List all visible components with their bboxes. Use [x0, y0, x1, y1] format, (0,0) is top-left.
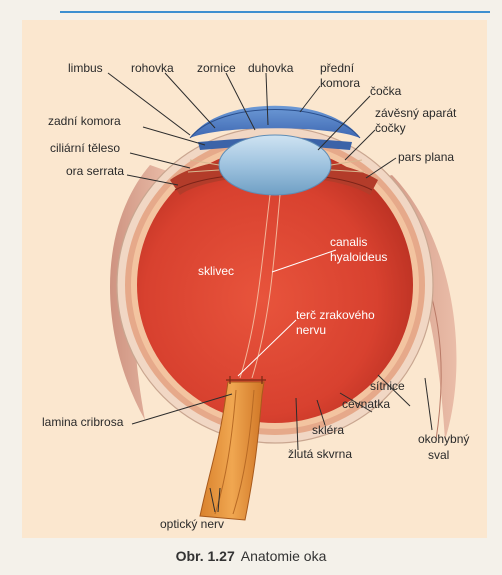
lens: [219, 135, 331, 195]
label-zornice: zornice: [197, 61, 236, 75]
label-lamina-cribrosa: lamina cribrosa: [42, 415, 124, 429]
caption-number: Obr. 1.27: [176, 548, 235, 564]
label-pars-plana: pars plana: [398, 150, 454, 164]
label-canalis-1: canalis: [330, 235, 367, 249]
label-terc-1: terč zrakového: [296, 308, 375, 322]
label-duhovka: duhovka: [248, 61, 294, 75]
label-ciliarni-teleso: ciliární těleso: [50, 141, 120, 155]
label-opticky-nerv: optický nerv: [160, 517, 224, 531]
label-sklivec: sklivec: [198, 264, 234, 278]
label-predni-komora-1: přední: [320, 61, 355, 75]
label-terc-2: nervu: [296, 323, 326, 337]
label-cevnatka: cévnatka: [342, 397, 390, 411]
label-zavesny-2: čočky: [375, 121, 406, 135]
label-zluta-skvrna: žlutá skvrna: [288, 447, 352, 461]
label-okohybny-2: sval: [428, 448, 449, 462]
label-zavesny-1: závěsný aparát: [375, 106, 457, 120]
label-okohybny-1: okohybný: [418, 432, 469, 446]
label-cocka: čočka: [370, 84, 402, 98]
label-rohovka: rohovka: [131, 61, 174, 75]
label-limbus: limbus: [68, 61, 103, 75]
caption-title: Anatomie oka: [241, 548, 327, 564]
figure-caption: Obr. 1.27 Anatomie oka: [0, 548, 502, 564]
label-canalis-2: hyaloideus: [330, 250, 387, 264]
label-sitnice: sítnice: [370, 379, 405, 393]
label-zadni-komora: zadní komora: [48, 114, 121, 128]
label-ora-serrata: ora serrata: [66, 164, 124, 178]
label-sklera: skléra: [312, 423, 344, 437]
label-predni-komora-2: komora: [320, 76, 360, 90]
